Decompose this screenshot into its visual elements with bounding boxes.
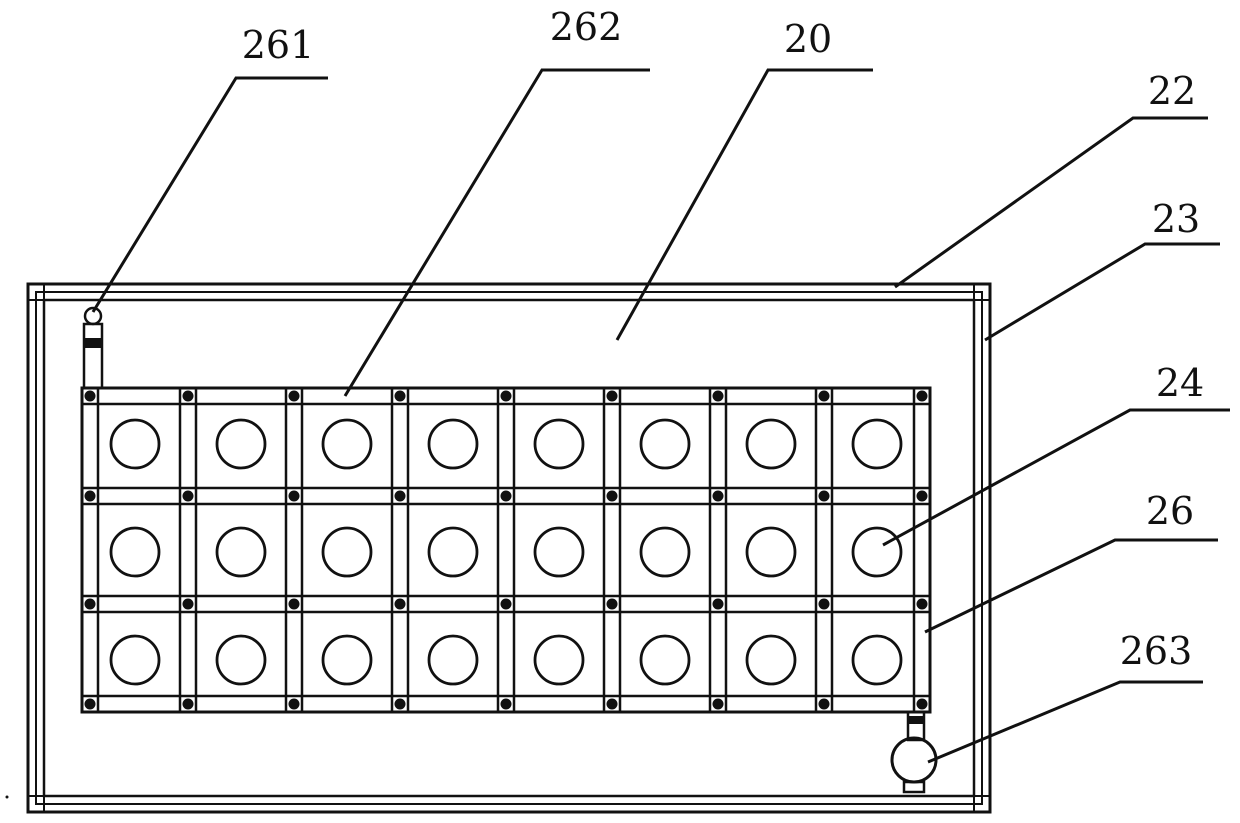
bolt bbox=[395, 699, 406, 710]
cell-circle bbox=[111, 528, 159, 576]
bolt bbox=[607, 699, 618, 710]
bolt bbox=[501, 491, 512, 502]
inlet-pipe bbox=[84, 308, 102, 388]
label-23: 23 bbox=[1152, 197, 1200, 241]
cell-circle bbox=[323, 420, 371, 468]
cell-circle bbox=[853, 420, 901, 468]
bolt bbox=[501, 699, 512, 710]
bolt bbox=[713, 391, 724, 402]
bolt bbox=[713, 491, 724, 502]
bolt bbox=[713, 699, 724, 710]
bolt bbox=[395, 391, 406, 402]
cell-circle bbox=[535, 420, 583, 468]
cell-circle bbox=[747, 528, 795, 576]
bolt bbox=[917, 599, 928, 610]
cell-circle bbox=[429, 636, 477, 684]
cell-circle bbox=[641, 528, 689, 576]
bolt bbox=[289, 699, 300, 710]
bolt bbox=[917, 391, 928, 402]
bolt bbox=[183, 699, 194, 710]
cell-circle bbox=[853, 636, 901, 684]
cell-circle bbox=[217, 420, 265, 468]
bolt bbox=[501, 391, 512, 402]
bolt bbox=[917, 699, 928, 710]
bolt bbox=[85, 391, 96, 402]
label-261: 261 bbox=[242, 23, 315, 67]
cell-circle bbox=[853, 528, 901, 576]
bolt bbox=[819, 599, 830, 610]
bolt bbox=[395, 599, 406, 610]
label-20: 20 bbox=[784, 17, 832, 61]
outer-frame bbox=[28, 284, 990, 812]
cell-circle bbox=[217, 528, 265, 576]
bolt bbox=[85, 491, 96, 502]
bolt bbox=[183, 491, 194, 502]
label-262: 262 bbox=[550, 5, 623, 49]
cell-circle bbox=[747, 420, 795, 468]
bolt bbox=[501, 599, 512, 610]
cell-circle bbox=[323, 528, 371, 576]
label-26: 26 bbox=[1146, 489, 1194, 533]
bolt bbox=[607, 391, 618, 402]
cell-circle bbox=[641, 636, 689, 684]
stray-dot bbox=[6, 796, 9, 799]
leader-26 bbox=[925, 540, 1218, 632]
bolt bbox=[713, 599, 724, 610]
cell-circle bbox=[111, 420, 159, 468]
cell-circle bbox=[323, 636, 371, 684]
cell-circle bbox=[111, 636, 159, 684]
bolt bbox=[819, 391, 830, 402]
cell-circle bbox=[535, 528, 583, 576]
cell-circle bbox=[641, 420, 689, 468]
bolt bbox=[607, 491, 618, 502]
label-22: 22 bbox=[1148, 69, 1196, 113]
cell-circle bbox=[429, 420, 477, 468]
bolt bbox=[819, 491, 830, 502]
cell-grid bbox=[82, 388, 930, 712]
leader-263 bbox=[928, 682, 1203, 762]
cell-circle bbox=[747, 636, 795, 684]
leader-262 bbox=[345, 70, 650, 396]
bolt bbox=[917, 491, 928, 502]
bolt bbox=[395, 491, 406, 502]
label-263: 263 bbox=[1120, 629, 1193, 673]
bolt bbox=[183, 391, 194, 402]
bolt bbox=[183, 599, 194, 610]
bolt bbox=[85, 699, 96, 710]
outlet-valve bbox=[892, 712, 936, 792]
cell-circle bbox=[217, 636, 265, 684]
leader-23 bbox=[985, 244, 1220, 340]
bolt bbox=[289, 391, 300, 402]
cell-circle bbox=[535, 636, 583, 684]
bolt bbox=[85, 599, 96, 610]
leader-261 bbox=[93, 78, 328, 312]
cell-circle bbox=[429, 528, 477, 576]
bolt bbox=[819, 699, 830, 710]
bolt bbox=[607, 599, 618, 610]
bolt bbox=[289, 491, 300, 502]
label-24: 24 bbox=[1156, 361, 1204, 405]
bolt bbox=[289, 599, 300, 610]
grid-border bbox=[82, 388, 930, 712]
